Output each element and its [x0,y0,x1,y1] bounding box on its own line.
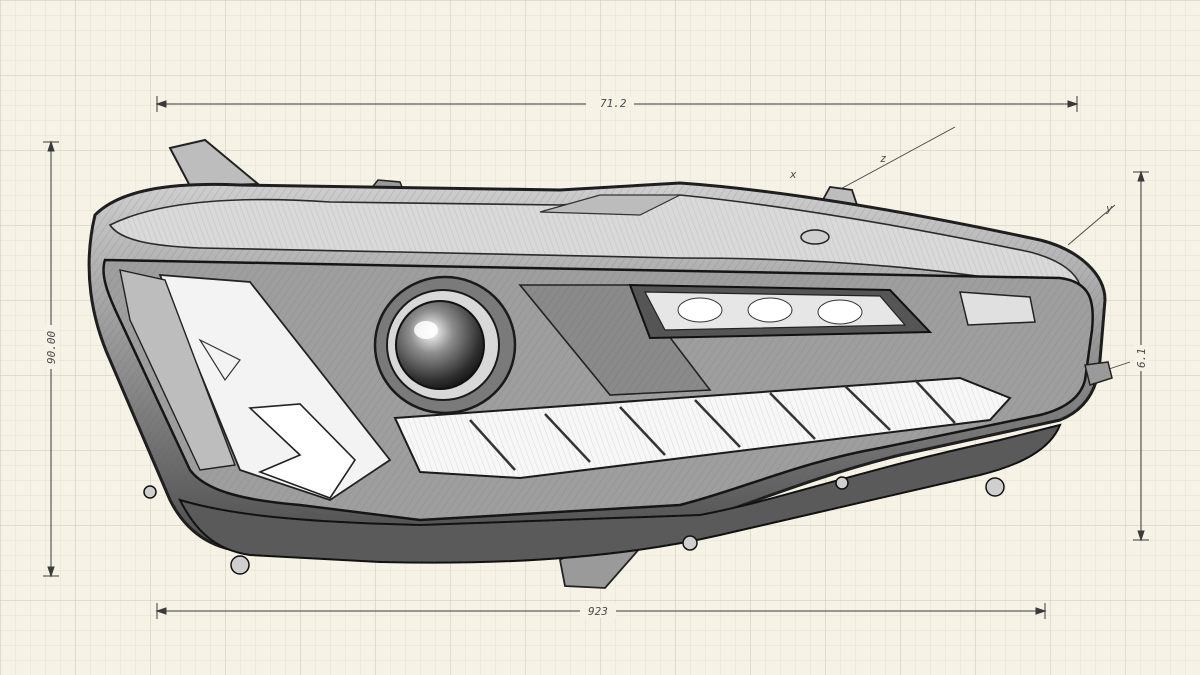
callout-c: y [1105,202,1113,215]
right-height-label: 6.1 [1135,348,1148,368]
callout-a: x [789,168,797,181]
left-height-label: 90.00 [45,331,58,364]
callout-b: z [880,152,887,165]
headlight-sketch-icon [87,138,1113,589]
bottom-width-label: 923 [588,605,608,618]
top-width-label: 71.2 [600,97,627,110]
